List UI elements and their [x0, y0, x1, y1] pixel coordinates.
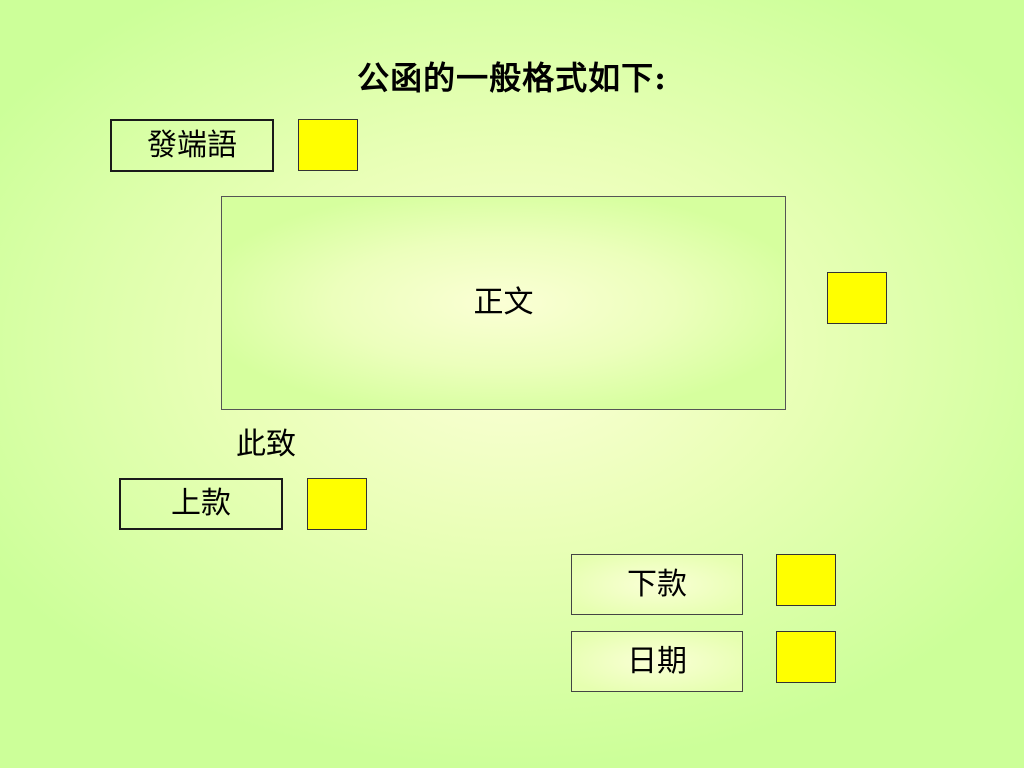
sender-label-box: 下款 [571, 554, 743, 615]
opening-label-box: 發端語 [110, 119, 274, 172]
opening-label: 發端語 [147, 127, 237, 163]
closing-text: 此致 [236, 427, 296, 462]
body-label: 正文 [473, 285, 534, 320]
body-marker [827, 272, 887, 324]
addressee-label: 上款 [171, 486, 231, 521]
date-label-box: 日期 [571, 631, 743, 692]
date-label: 日期 [627, 643, 687, 679]
opening-marker [298, 119, 358, 171]
body-box: 正文 [221, 196, 786, 410]
addressee-marker [307, 478, 367, 530]
sender-marker [776, 554, 836, 606]
addressee-label-box: 上款 [119, 478, 283, 530]
slide-title: 公函的一般格式如下: [357, 59, 667, 97]
sender-label: 下款 [627, 566, 687, 602]
date-marker [776, 631, 836, 683]
